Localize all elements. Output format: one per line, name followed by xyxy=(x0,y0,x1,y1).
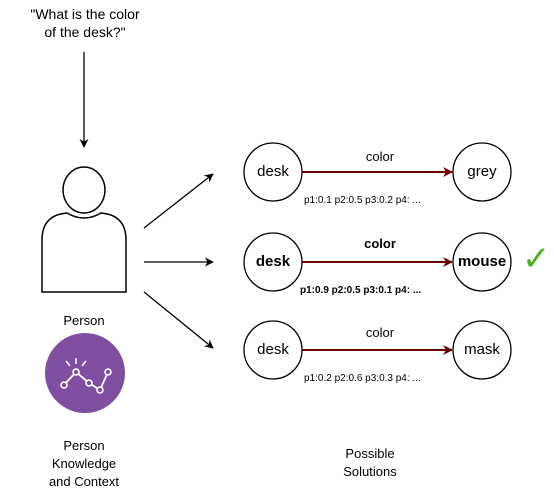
person-icon xyxy=(41,166,127,293)
solutions-caption-line-2: Solutions xyxy=(343,464,397,479)
relation-label-2: color xyxy=(364,236,396,251)
subject-label-3: desk xyxy=(257,341,289,358)
solution-row-2 xyxy=(243,232,512,292)
knowledge-line-3: and Context xyxy=(48,474,120,489)
checkmark-icon: ✓ xyxy=(522,239,551,279)
fan-arrow-bottom xyxy=(143,291,214,349)
object-label-2: mouse xyxy=(457,253,507,270)
object-label-1: grey xyxy=(467,163,497,180)
solution-row-1 xyxy=(243,142,512,202)
solution-row-3 xyxy=(243,320,512,380)
question-line-1: "What is the color xyxy=(30,6,140,22)
probabilities-2: p1:0.9 p2:0.5 p3:0.1 p4: ... xyxy=(300,285,422,296)
question-line-2: of the desk?" xyxy=(44,24,126,40)
person-label: Person xyxy=(63,313,105,328)
object-node xyxy=(452,232,512,292)
probabilities-3: p1:0.2 p2:0.6 p3:0.3 p4: ... xyxy=(304,373,421,384)
probabilities-1: p1:0.1 p2:0.5 p3:0.2 p4: ... xyxy=(304,195,421,206)
relation-label-1: color xyxy=(365,149,395,164)
object-label-3: mask xyxy=(464,341,500,358)
object-node xyxy=(452,320,512,380)
object-node xyxy=(452,142,512,202)
solutions-caption-line-1: Possible xyxy=(345,446,395,461)
knowledge-graph-icon xyxy=(45,333,125,413)
subject-label-2: desk xyxy=(255,253,291,270)
knowledge-line-1: Person xyxy=(63,438,105,453)
fan-arrow-top xyxy=(143,173,214,229)
knowledge-line-2: Knowledge xyxy=(51,456,117,471)
relation-label-3: color xyxy=(365,325,395,340)
subject-label-1: desk xyxy=(257,163,289,180)
